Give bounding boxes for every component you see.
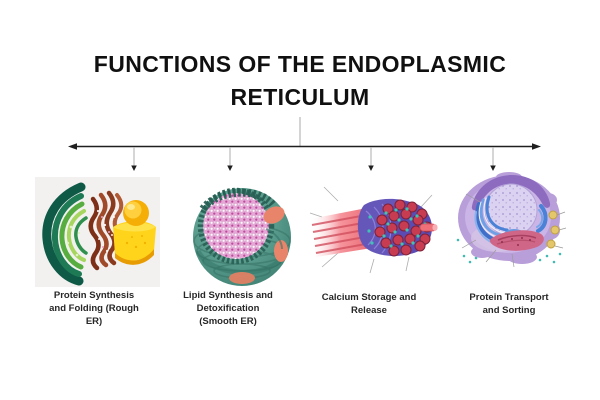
rough-er-illustration — [35, 177, 160, 287]
caption-line: and Sorting — [482, 305, 536, 316]
page-title-line-1: FUNCTIONS OF THE ENDOPLASMIC — [93, 51, 507, 77]
caption-line: and Folding (Rough — [49, 303, 139, 314]
caption-line: (Smooth ER) — [199, 316, 257, 327]
function-item-calcium — [308, 183, 438, 275]
drop-arrowheads — [131, 165, 496, 171]
caption-rough-er: Protein Synthesis and Folding (Rough ER) — [36, 289, 152, 328]
caption-transport: Protein Transport and Sorting — [448, 291, 570, 317]
caption-line: Release — [351, 305, 387, 316]
page-title-line-2: RETICULUM — [230, 84, 370, 110]
caption-line: ER) — [85, 316, 103, 327]
caption-calcium: Calcium Storage and Release — [308, 291, 430, 317]
smooth-er-illustration — [193, 187, 291, 286]
connector-diagram — [68, 117, 541, 171]
caption-line: Lipid Synthesis and — [183, 290, 273, 301]
leader-lines — [309, 186, 433, 274]
nucleus-er-cell-illustration — [456, 172, 567, 268]
down-arrowhead-icon — [368, 165, 374, 171]
caption-line: Protein Transport — [469, 292, 549, 303]
down-arrowhead-icon — [227, 165, 233, 171]
caption-line: Calcium Storage and — [321, 292, 417, 303]
drop-lines — [133, 147, 494, 166]
down-arrowhead-icon — [490, 165, 496, 171]
down-arrowhead-icon — [131, 165, 137, 171]
page-title: FUNCTIONS OF THE ENDOPLASMIC RETICULUM — [70, 48, 530, 114]
caption-smooth-er: Lipid Synthesis and Detoxification (Smoo… — [170, 289, 286, 328]
caption-line: Protein Synthesis — [53, 290, 135, 301]
left-arrowhead-icon — [68, 143, 77, 150]
right-arrowhead-icon — [532, 143, 541, 150]
caption-line: Detoxification — [196, 303, 260, 314]
function-item-smooth-er — [186, 179, 298, 291]
function-item-transport — [452, 170, 567, 272]
function-item-rough-er — [35, 177, 160, 287]
leader-lines — [461, 193, 567, 268]
calcium-tubule-bundle-illustration — [309, 186, 438, 274]
